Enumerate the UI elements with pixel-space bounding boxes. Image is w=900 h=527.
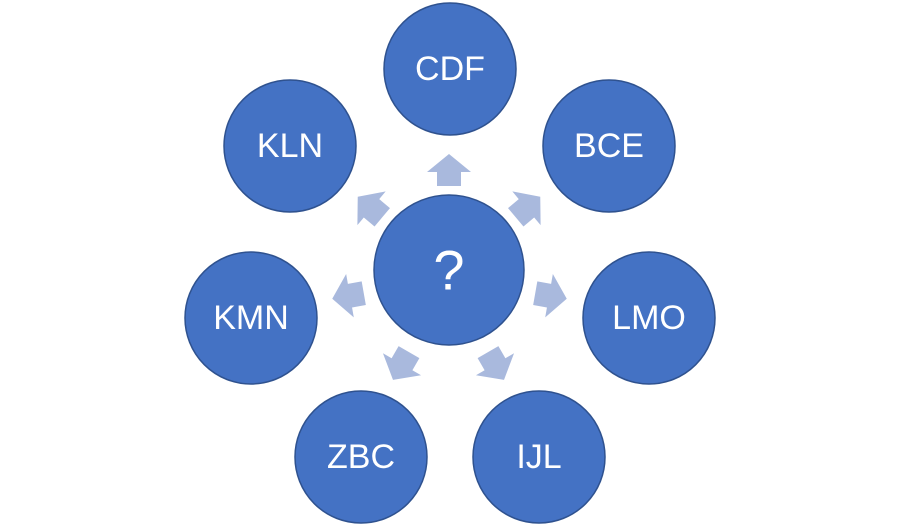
node-kmn-label: KMN [213,299,289,337]
arrow-to-kln [357,191,390,227]
arrow-to-bce [508,191,541,227]
node-kln: KLN [223,79,357,213]
arrow-to-cdf [427,154,471,186]
node-bce-label: BCE [574,127,644,165]
node-kmn: KMN [184,251,318,385]
node-lmo-label: LMO [612,299,686,337]
arrow-to-ijl [475,346,515,380]
node-ijl-label: IJL [516,438,561,476]
node-zbc: ZBC [294,390,428,524]
node-cdf: CDF [383,2,517,136]
node-kln-label: KLN [257,127,323,165]
node-ijl: IJL [472,390,606,524]
center-node: ? [373,194,525,346]
arrows [332,154,567,380]
node-bce: BCE [542,79,676,213]
node-cdf-label: CDF [415,50,485,88]
arrow-to-zbc [382,346,422,380]
node-zbc-label: ZBC [327,438,395,476]
node-lmo: LMO [582,251,716,385]
center-node-label: ? [433,239,464,302]
arrow-to-lmo [533,273,567,318]
arrow-to-kmn [332,273,366,318]
